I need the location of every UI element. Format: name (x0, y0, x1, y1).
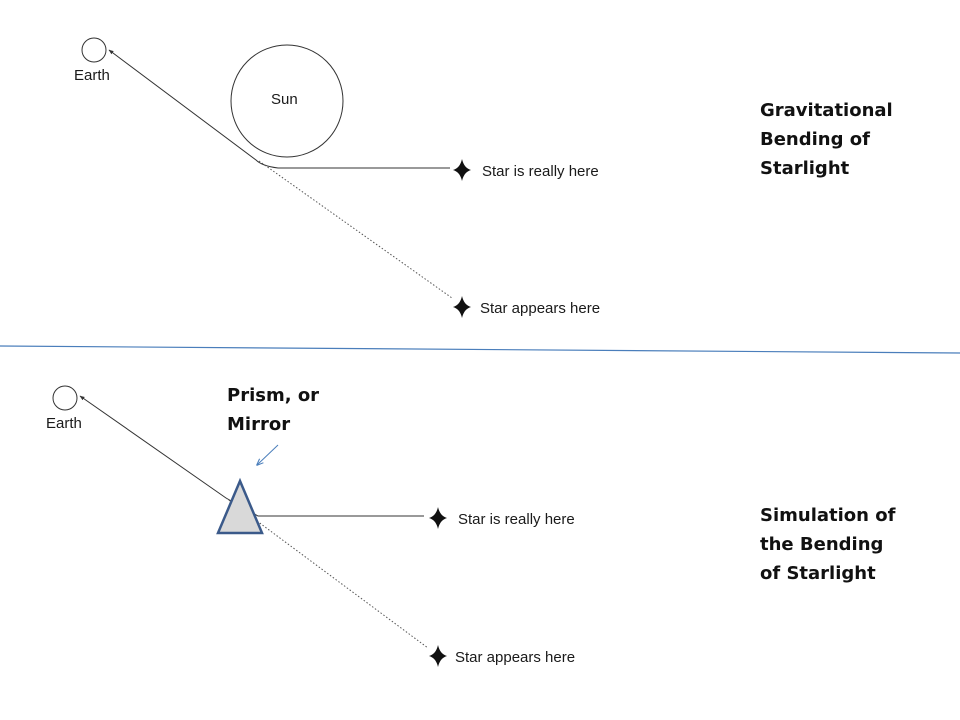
top-caption-line-1: Gravitational (760, 100, 893, 121)
sun-label: Sun (271, 91, 298, 108)
light-ray (108, 49, 450, 169)
star-apparent-label: Star appears here (455, 649, 575, 666)
prism-label: Prism, or Mirror (227, 385, 325, 435)
prism-label-line-1: Prism, or (227, 385, 319, 406)
bottom-panel: Earth Prism, or Mirror Star is really he… (46, 385, 902, 667)
prism-label-line-2: Mirror (227, 414, 290, 435)
earth-icon (81, 37, 107, 63)
sun-icon (230, 44, 344, 158)
bottom-caption: Simulation of the Bending of Starlight (760, 505, 902, 584)
top-panel: Earth Sun Star is really here Star appea… (74, 37, 899, 318)
earth-icon (52, 385, 78, 411)
top-caption-line-2: Bending of (760, 129, 870, 150)
pointer-arrow (257, 444, 279, 465)
bottom-caption-line-3: of Starlight (760, 563, 876, 584)
star-apparent-icon (453, 296, 471, 318)
star-real-icon (453, 159, 471, 181)
prism-icon (216, 477, 264, 535)
section-divider (0, 345, 960, 354)
star-real-label: Star is really here (482, 163, 599, 180)
top-caption-line-3: Starlight (760, 158, 850, 179)
apparent-sightline (258, 160, 453, 299)
bottom-caption-line-2: the Bending (760, 534, 883, 555)
star-real-label: Star is really here (458, 511, 575, 528)
earth-label: Earth (46, 415, 82, 432)
star-apparent-icon (429, 645, 447, 667)
earth-label: Earth (74, 67, 110, 84)
top-caption: Gravitational Bending of Starlight (760, 100, 899, 179)
bottom-caption-line-1: Simulation of (760, 505, 896, 526)
star-real-icon (429, 507, 447, 529)
star-apparent-label: Star appears here (480, 300, 600, 317)
